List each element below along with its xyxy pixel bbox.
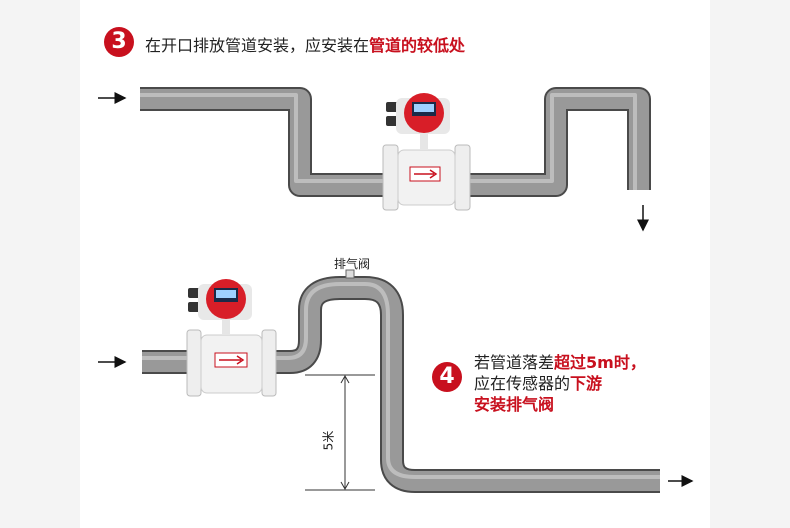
step-4-line1-highlight: 超过5m时，: [554, 353, 646, 372]
step-3-badge: 3: [104, 27, 134, 57]
vent-valve: [345, 269, 355, 279]
step-4-line3-highlight: 安装排气阀: [474, 395, 555, 414]
step-3-text: 在开口排放管道安装，应安装在管道的较低处: [145, 32, 465, 56]
step-4-line2-highlight: 下游: [570, 374, 603, 393]
vent-valve-label: 排气阀: [334, 257, 371, 271]
step-3-text-main: 在开口排放管道安装，应安装在: [145, 36, 370, 55]
bottom-pipe: [142, 276, 660, 493]
step-3-highlight: 管道的较低处: [369, 36, 466, 55]
top-pipe: [140, 87, 651, 197]
height-label: 5米: [321, 430, 336, 451]
step-4-badge: 4: [432, 362, 462, 392]
flowmeter-top: [382, 93, 471, 211]
step-4-line2: 应在传感器的: [474, 374, 571, 393]
step-4-text: 若管道落差超过5m时， 应在传感器的下游 安装排气阀: [474, 352, 646, 415]
height-dimension: [305, 374, 375, 491]
step-4-line1: 若管道落差: [474, 353, 555, 372]
flowmeter-bottom: [186, 279, 277, 397]
